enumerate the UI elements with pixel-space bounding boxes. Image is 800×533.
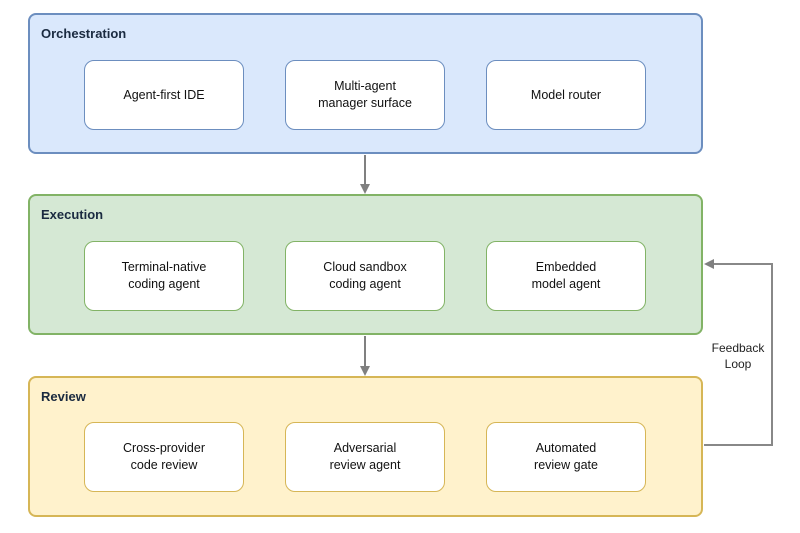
embedded-model-agent-node: Embedded model agent	[486, 241, 646, 311]
model-router-node: Model router	[486, 60, 646, 130]
execution-layer-title: Execution	[41, 207, 104, 222]
orchestration-layer-title: Orchestration	[41, 26, 127, 41]
terminal-native-coding-agent-node: Terminal-native coding agent	[84, 241, 244, 311]
multi-agent-manager-surface-node: Multi-agent manager surface	[285, 60, 445, 130]
feedback-loop-arrow	[704, 259, 773, 446]
review-layer-title: Review	[41, 389, 86, 404]
agent-first-ide-node: Agent-first IDE	[84, 60, 244, 130]
automated-review-gate-node: Automated review gate	[486, 422, 646, 492]
adversarial-review-agent-node: Adversarial review agent	[285, 422, 445, 492]
feedback-loop-label: Feedback Loop	[711, 341, 765, 372]
cloud-sandbox-coding-agent-node: Cloud sandbox coding agent	[285, 241, 445, 311]
cross-provider-code-review-node: Cross-provider code review	[84, 422, 244, 492]
